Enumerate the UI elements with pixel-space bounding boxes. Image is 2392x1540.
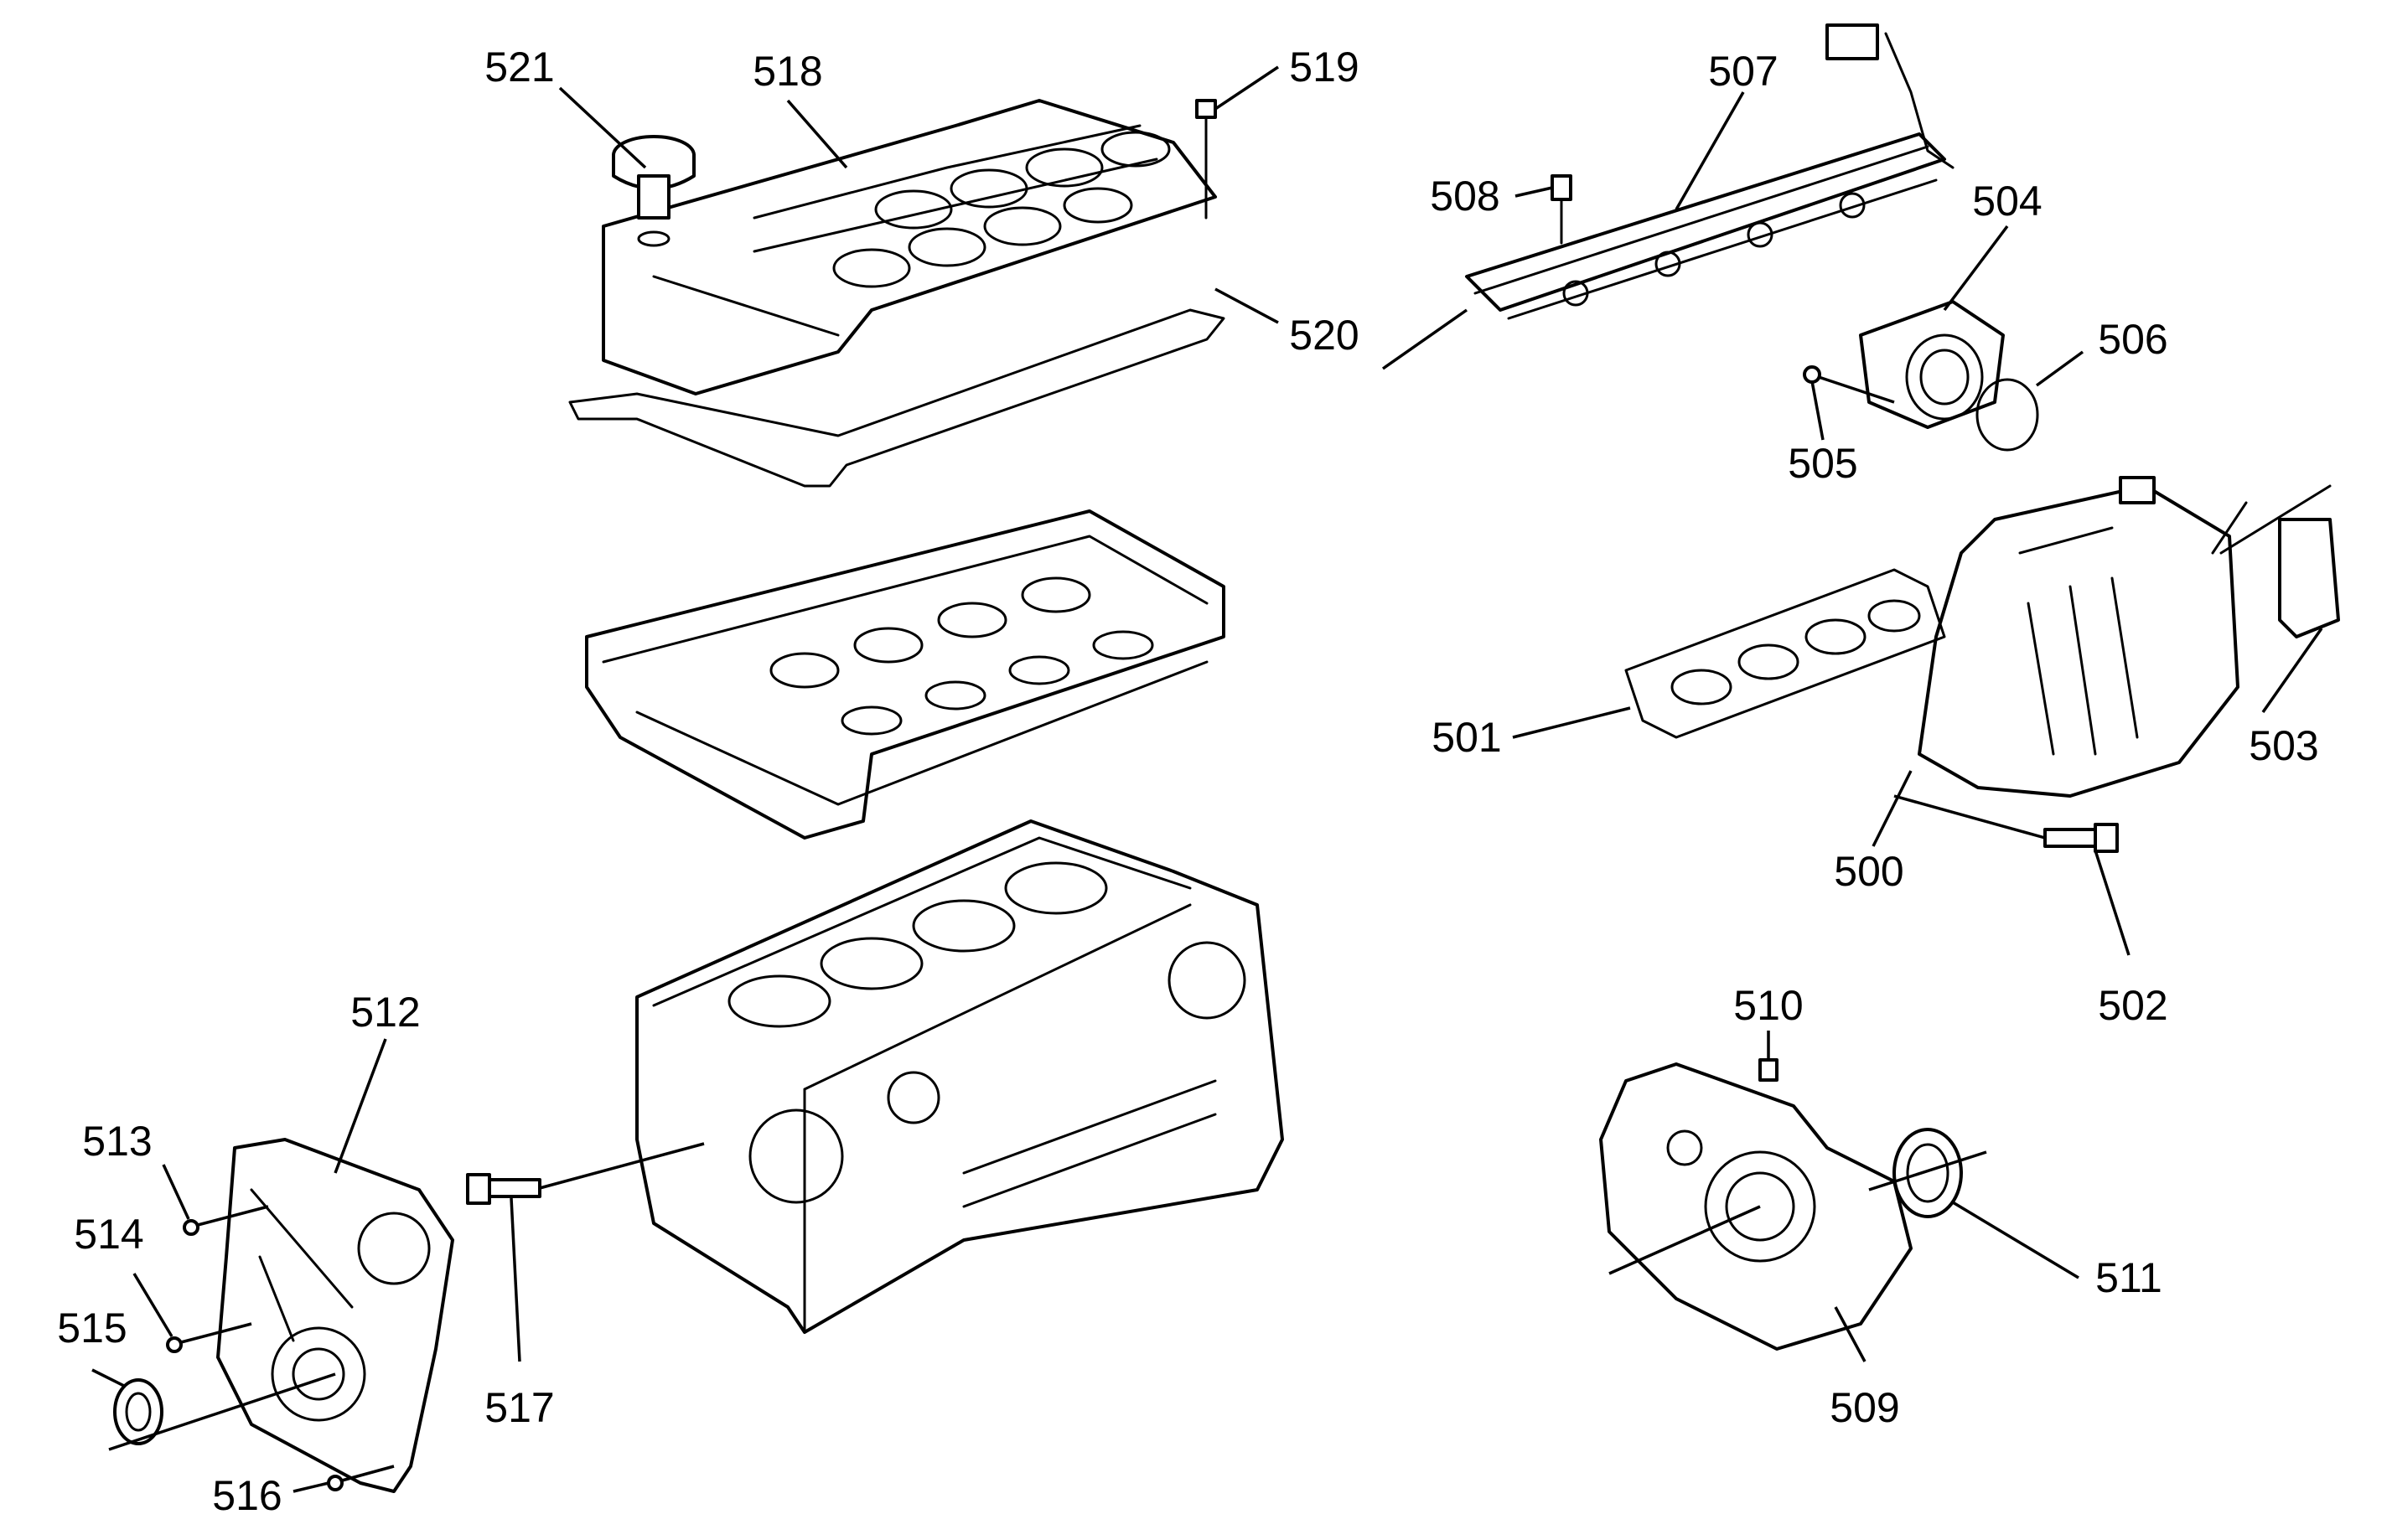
callout-508: 508: [1430, 173, 1499, 220]
front-cover: [216, 1138, 454, 1493]
fuel-rail: [1381, 23, 1955, 370]
rear-cover-bolt: [1758, 1058, 1778, 1082]
cover-gasket: [568, 308, 1225, 488]
engine-block: [635, 819, 1284, 1334]
rear-cover: [1599, 1062, 1913, 1351]
intake-manifold: [1918, 476, 2239, 798]
callout-507: 507: [1708, 48, 1778, 95]
callout-511: 511: [2095, 1254, 2162, 1301]
throttle-body-seal: [1975, 378, 2039, 452]
callout-517: 517: [484, 1384, 554, 1431]
rear-seal: [1868, 1128, 1987, 1218]
intake-manifold-gasket: [1624, 568, 1946, 739]
callout-501: 501: [1432, 714, 1501, 761]
callout-521: 521: [484, 44, 554, 90]
callout-515: 515: [57, 1305, 127, 1351]
callout-504: 504: [1972, 178, 2042, 225]
front-seal: [113, 1378, 163, 1445]
callout-labels: 500 501 502 503 504 505 506 507 508 509 …: [57, 44, 2318, 1519]
callout-519: 519: [1289, 44, 1359, 90]
front-cover-bolts: [108, 1205, 395, 1491]
callout-505: 505: [1788, 440, 1857, 487]
callout-503: 503: [2249, 722, 2318, 769]
leader-lines: [91, 65, 2323, 1493]
callout-500: 500: [1834, 848, 1903, 895]
callout-516: 516: [212, 1472, 282, 1519]
callout-514: 514: [74, 1211, 143, 1258]
callout-518: 518: [753, 48, 822, 95]
throttle-body: [1859, 300, 2005, 429]
callout-512: 512: [350, 989, 420, 1036]
intake-manifold-bolt: [1893, 794, 2119, 853]
callout-502: 502: [2098, 982, 2167, 1029]
cover-bolt: [1195, 99, 1217, 220]
throttle-body-bolt: [1803, 365, 1895, 404]
callout-510: 510: [1733, 982, 1803, 1029]
fuel-rail-bolt: [1551, 174, 1572, 245]
callout-506: 506: [2098, 316, 2167, 363]
camshaft-cover: [602, 99, 1217, 395]
callout-520: 520: [1289, 312, 1359, 359]
oil-fill-cap: [612, 135, 696, 247]
callout-509: 509: [1830, 1384, 1899, 1431]
callout-513: 513: [82, 1118, 152, 1165]
cylinder-head: [585, 509, 1225, 840]
vent-hose: [2211, 484, 2340, 638]
block-bolt: [466, 1142, 705, 1205]
